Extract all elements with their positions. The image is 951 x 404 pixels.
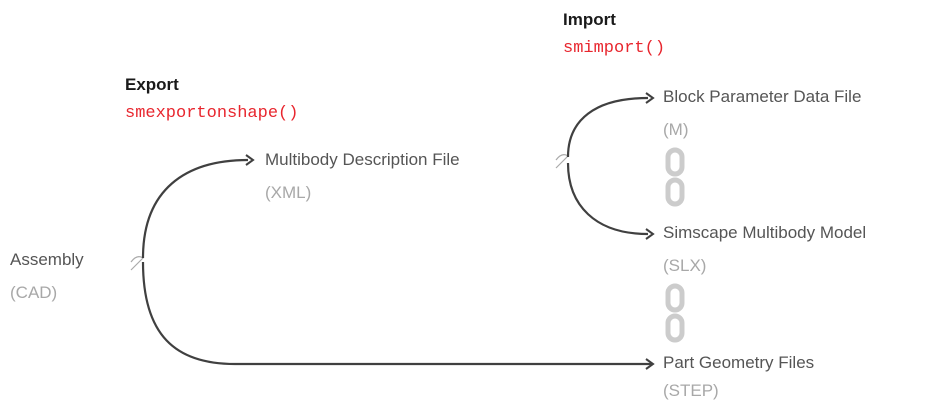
block-param-ext: (M)	[663, 120, 689, 139]
simscape-label: Simscape Multibody Model	[663, 223, 867, 242]
import-function: smimport()	[563, 39, 666, 58]
block-param-label: Block Parameter Data File	[663, 87, 862, 106]
assembly-brace	[130, 256, 144, 271]
export-heading: Export	[125, 75, 179, 94]
arrowhead-block-param	[645, 92, 655, 104]
chain-link-icon	[665, 147, 685, 207]
simscape-ext: (SLX)	[663, 256, 707, 275]
multibody-ext: (XML)	[265, 183, 312, 202]
multibody-brace	[555, 154, 569, 169]
multibody-label: Multibody Description File	[265, 150, 460, 169]
arrowhead-part-geometry	[645, 358, 655, 370]
connector-multibody-to-simscape	[566, 162, 649, 236]
export-function: smexportonshape()	[125, 104, 299, 123]
import-heading: Import	[563, 10, 616, 29]
chain-link-icon	[665, 283, 685, 343]
part-geometry-ext: (STEP)	[663, 381, 719, 400]
connector-assembly-to-part-geometry	[141, 261, 653, 366]
assembly-label: Assembly	[10, 250, 84, 269]
arrowhead-multibody	[245, 154, 255, 166]
connector-assembly-to-multibody	[141, 158, 249, 259]
assembly-ext: (CAD)	[10, 283, 58, 302]
connector-multibody-to-block-param	[566, 96, 649, 158]
part-geometry-label: Part Geometry Files	[663, 353, 815, 372]
arrowhead-simscape	[645, 228, 655, 240]
